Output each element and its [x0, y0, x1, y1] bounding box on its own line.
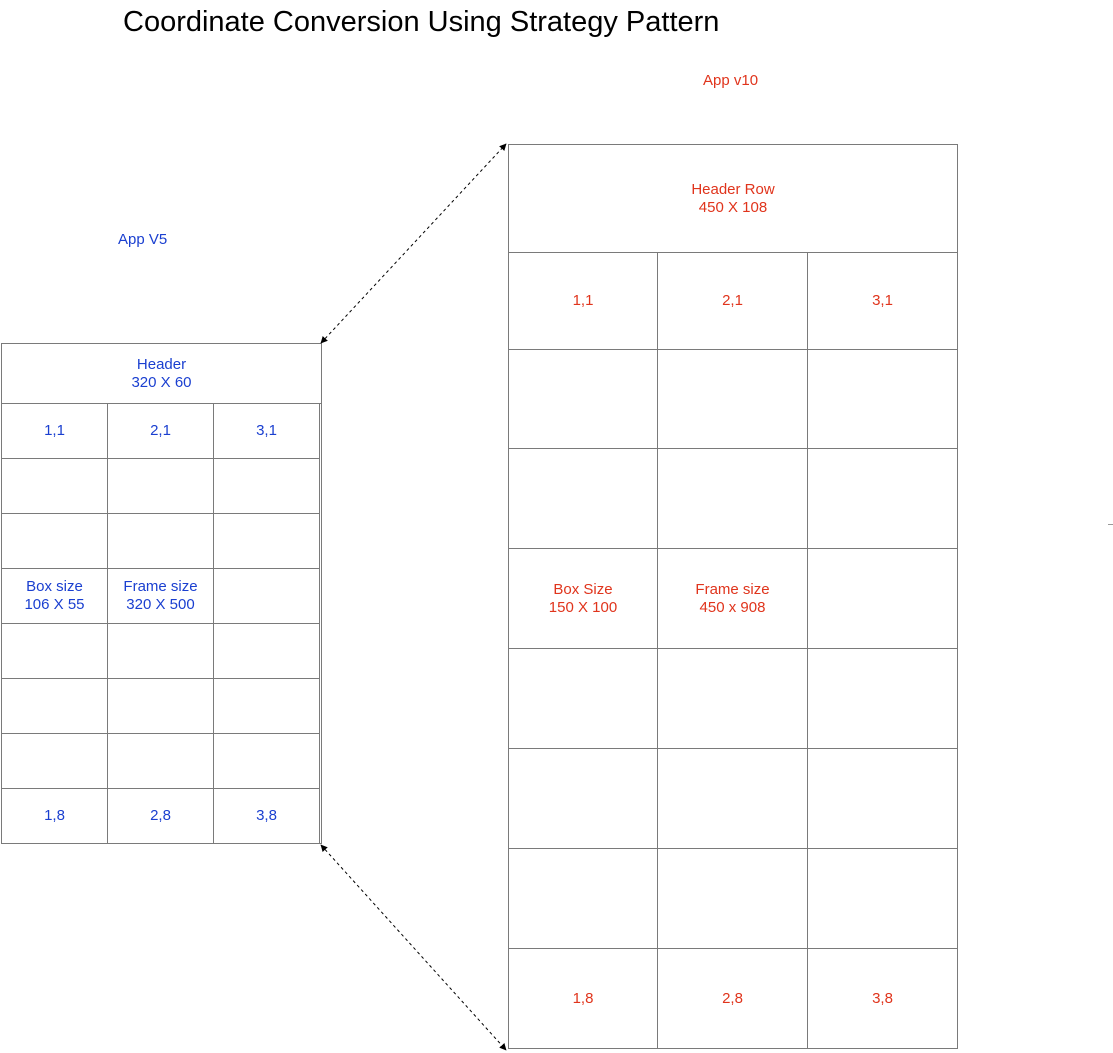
v5-cell-3-7 — [214, 734, 320, 789]
v10-cell-3-4 — [808, 549, 957, 649]
v10-cell-3-3 — [808, 449, 957, 549]
v5-cell-3-5 — [214, 624, 320, 679]
v10-cell-3-2 — [808, 350, 957, 449]
v10-cell-3-1: 3,1 — [808, 253, 957, 350]
v10-cell-2-6 — [658, 749, 808, 849]
top-connector-arrow — [320, 143, 507, 344]
v10-header-size: 450 X 108 — [698, 198, 768, 216]
v10-box-size-value: 150 X 100 — [548, 598, 618, 616]
v5-cell-1-7 — [2, 734, 108, 789]
v5-cell-1-2 — [2, 459, 108, 514]
v10-header-title: Header Row — [691, 180, 775, 198]
v10-cell-2-5 — [658, 649, 808, 749]
v10-cell-3-8: 3,8 — [872, 989, 893, 1007]
v10-cell-1-3 — [509, 449, 658, 549]
v10-frame-size-title: Frame size — [695, 580, 770, 598]
v5-cell-3-2 — [214, 459, 320, 514]
v5-cell-3-8: 3,8 — [214, 789, 320, 843]
v5-cell-2-7 — [108, 734, 214, 789]
v5-box-size-title: Box size — [26, 578, 83, 595]
v10-cell-2-8: 2,8 — [658, 949, 808, 1048]
v10-cell-1-8: 1,8 — [509, 949, 658, 1048]
v5-cell-1-5 — [2, 624, 108, 679]
v5-cell-2-8: 2,8 — [108, 789, 214, 843]
v10-cell-2-7 — [658, 849, 808, 949]
v10-cell-1-1: 1,1 — [509, 253, 658, 350]
v5-cell-1-8: 1,8 — [2, 789, 108, 843]
v5-cell-2-5 — [108, 624, 214, 679]
v10-cell-2-3 — [658, 449, 808, 549]
v5-frame-size-value: 320 X 500 — [126, 596, 195, 613]
v5-cell-2-2 — [108, 459, 214, 514]
v10-cell-3-5 — [808, 649, 957, 749]
v10-cell-3-7 — [808, 849, 957, 949]
bottom-connector-arrow — [320, 844, 507, 1051]
v10-frame-size-value: 450 x 908 — [699, 598, 766, 616]
v5-cell-1-3 — [2, 514, 108, 569]
v5-cell-3-1: 3,1 — [214, 404, 320, 459]
v10-cell-1-7 — [509, 849, 658, 949]
diagram-title: Coordinate Conversion Using Strategy Pat… — [123, 6, 720, 38]
v5-cell-3-3 — [214, 514, 320, 569]
v5-cell-3-4 — [214, 569, 320, 624]
v10-cell-2-2 — [658, 350, 808, 449]
v10-cell-1-5 — [509, 649, 658, 749]
v10-cell-3-6 — [808, 749, 957, 849]
v5-cell-2-6 — [108, 679, 214, 734]
v5-frame-size-title: Frame size — [123, 578, 198, 595]
v10-cell-1-6 — [509, 749, 658, 849]
v5-cell-2-1: 2,1 — [108, 404, 214, 459]
v5-cell-1-1: 1,1 — [2, 404, 108, 459]
v5-cell-2-3 — [108, 514, 214, 569]
v5-cell-1-6 — [2, 679, 108, 734]
v5-cell-3-6 — [214, 679, 320, 734]
v5-header-size: 320 X 60 — [131, 373, 192, 391]
app-v10-label: App v10 — [703, 72, 759, 89]
v5-header-title: Header — [136, 355, 187, 373]
v5-box-size-value: 106 X 55 — [24, 596, 85, 613]
app-v5-label: App V5 — [118, 231, 168, 248]
v10-cell-1-2 — [509, 350, 658, 449]
v10-cell-2-1: 2,1 — [658, 253, 808, 350]
edge-tick-mark — [1108, 524, 1113, 525]
v10-box-size-title: Box Size — [553, 580, 613, 598]
